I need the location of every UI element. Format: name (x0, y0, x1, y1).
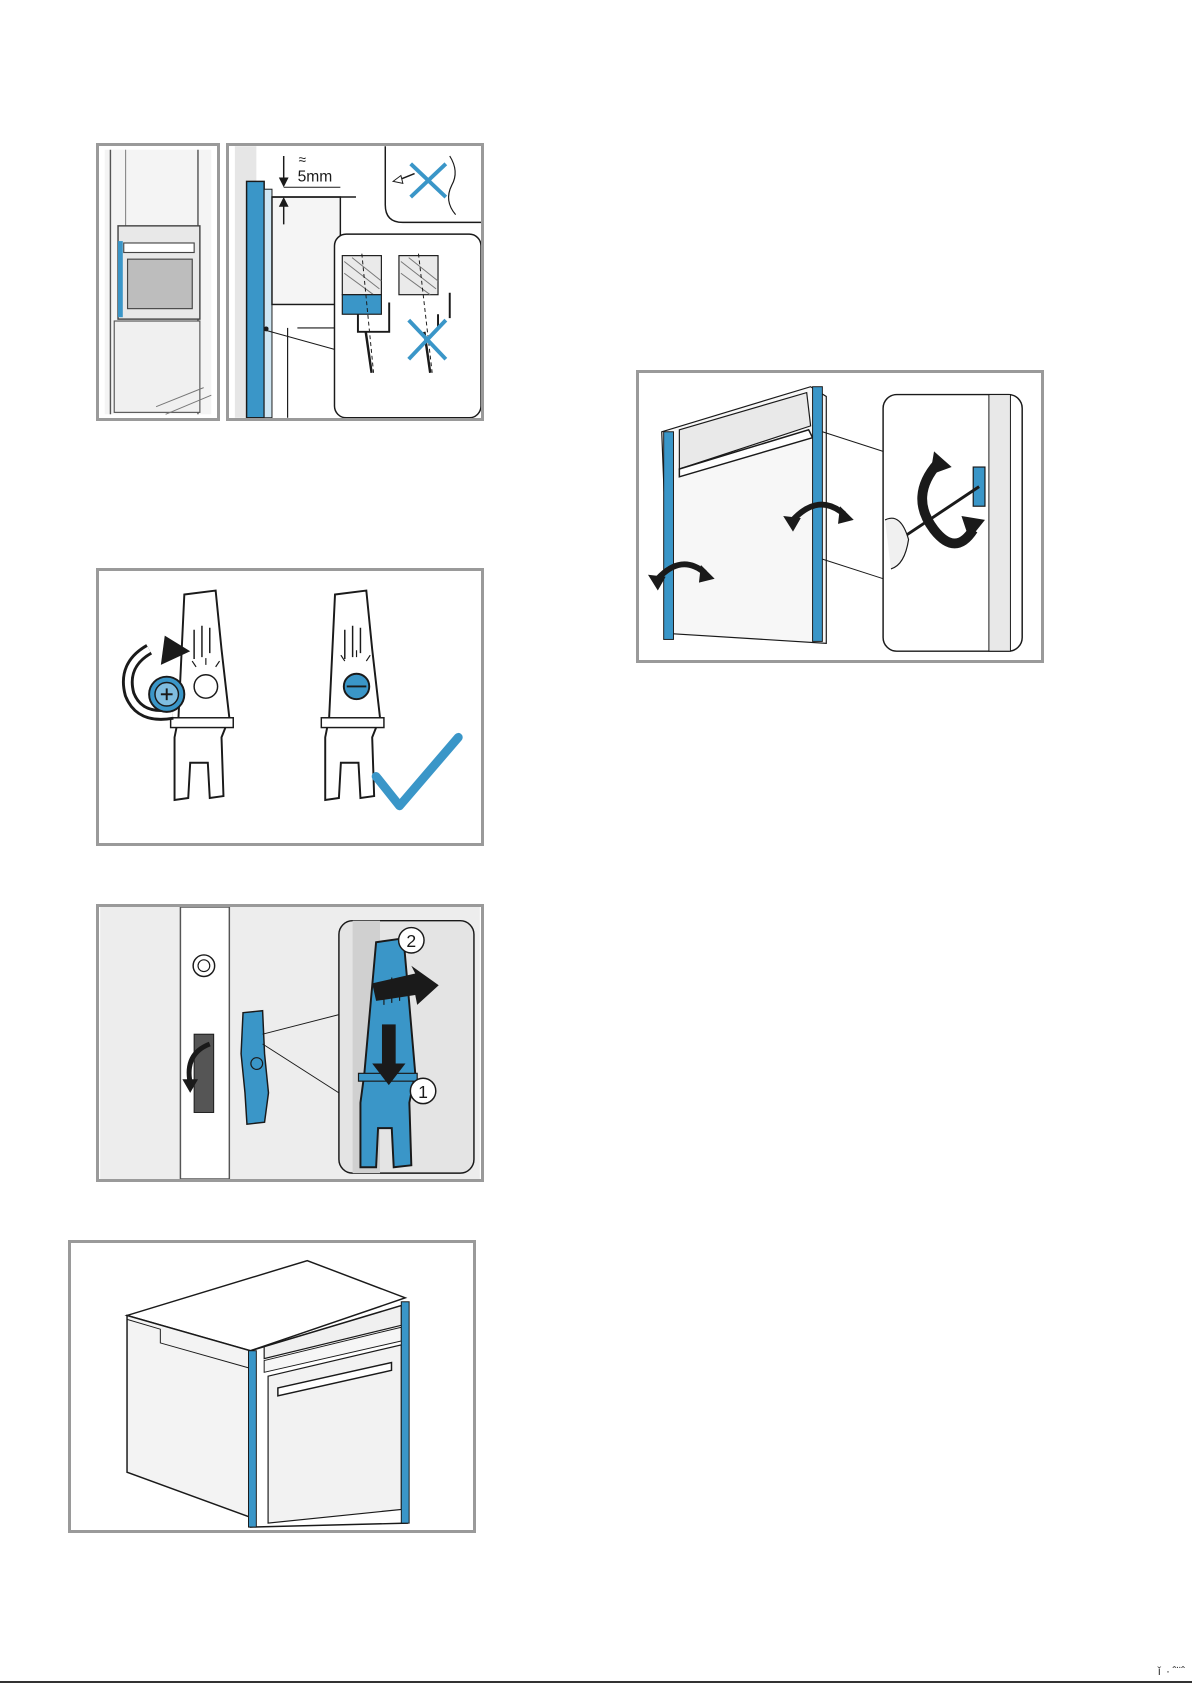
page-bottom-rule (0, 1681, 1192, 1683)
footer-mark: ǐ · ̂ ̈ ̂ (1158, 1664, 1184, 1678)
figure-1-cabinet-panel (96, 143, 220, 421)
figure-5-trim-adjustment-panel (636, 370, 1044, 663)
step-two-label: 2 (406, 931, 416, 951)
clearance-detail-illustration: ≈ 5mm (229, 146, 481, 418)
figure-1-clearance-detail-panel: ≈ 5mm (226, 143, 484, 421)
cabinet-illustration (99, 146, 217, 418)
gap-measurement-label: 5mm (298, 168, 333, 185)
checkmark-icon (376, 737, 458, 805)
figure-4-oven-panel (68, 1240, 476, 1533)
figure-2-bracket-screw-panel (96, 568, 484, 846)
trim-adjustment-illustration (639, 373, 1041, 660)
approx-symbol: ≈ (299, 152, 307, 167)
clip-insertion-illustration: 2 1 (99, 907, 481, 1179)
bracket-screw-illustration (99, 571, 481, 843)
figure-3-clip-insertion-panel: 2 1 (96, 904, 484, 1182)
step-one-label: 1 (418, 1082, 428, 1102)
oven-illustration (71, 1243, 473, 1530)
